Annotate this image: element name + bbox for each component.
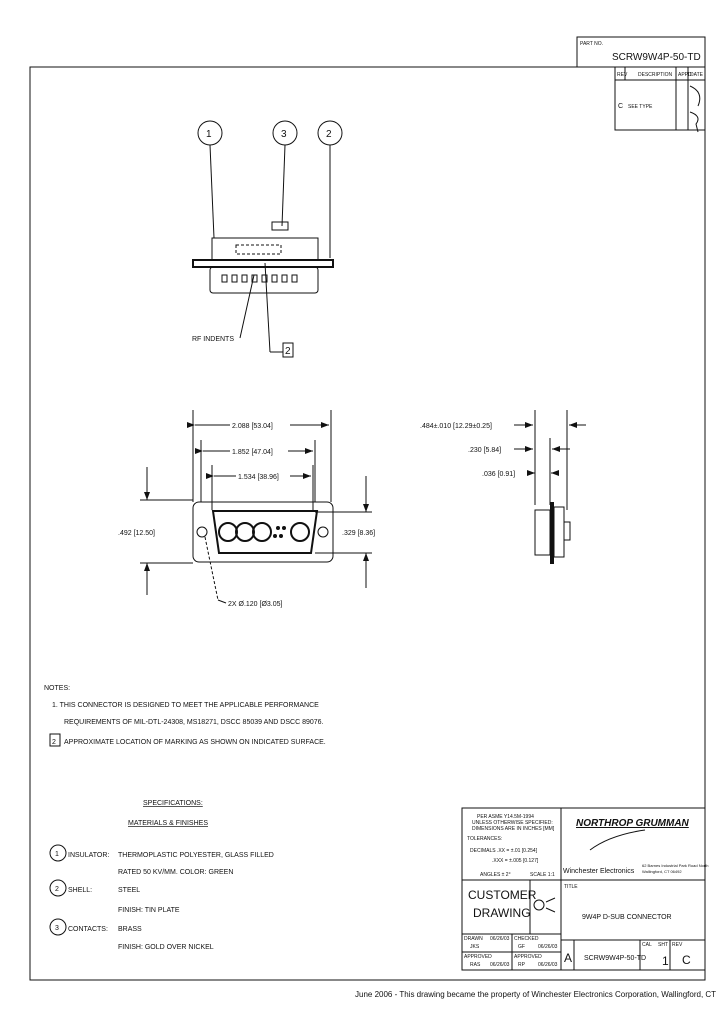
title-block-approved-label: APPROVED	[464, 954, 492, 960]
dim-insert-height: .329 [8.36]	[342, 530, 375, 537]
title-block-tolerance-lines-1: UNLESS OTHERWISE SPECIFIED:	[472, 820, 553, 826]
title-block-tolerance-lines-3: TOLERANCES:	[467, 836, 502, 842]
specifications-items-2-lines-0: BRASS	[118, 926, 142, 933]
specifications-items-1-lines-0: STEEL	[118, 887, 140, 894]
notes-title: NOTES:	[44, 685, 70, 692]
title-block-address-0: 62 Barnes Industrial Park Road North	[642, 863, 708, 868]
approval-signature	[689, 85, 701, 133]
title-block-title-label: TITLE	[564, 884, 578, 890]
specifications-items-0-lines-0: THERMOPLASTIC POLYESTER, GLASS FILLED	[118, 852, 274, 859]
title-block-approved2-by: RP	[518, 962, 526, 968]
title-block-approved-by: RAS	[470, 962, 481, 968]
title-block-drawn-date: 06/26/03	[490, 936, 510, 942]
note-1: 1. THIS CONNECTOR IS DESIGNED TO MEET TH…	[52, 702, 319, 709]
title-block-tolerance-lines-0: PER ASME Y14.5M-1994	[477, 814, 534, 820]
specifications-items-2-lines-1: FINISH: GOLD OVER NICKEL	[118, 944, 214, 951]
title-block-customer-drawing-1: DRAWING	[473, 906, 531, 920]
sheet-size: A	[564, 951, 572, 965]
specifications-items-0-lines-1: RATED 50 KV/MM. COLOR: GREEN	[118, 869, 233, 876]
revision-table-headers-3: DATE	[690, 72, 704, 78]
front-view: 2.088 [53.04] 1.852 [47.04] 1.534 [38.96…	[118, 410, 375, 608]
dim-mounting-hole-dia: 2X Ø.120 [Ø3.05]	[228, 601, 283, 608]
spec-insulator-label: INSULATOR:	[68, 852, 109, 859]
dim-depth: .484±.010 [12.29±0.25]	[420, 423, 492, 430]
title-block-tolerance-lines-6: ANGLES ± 2°	[480, 872, 511, 878]
drawing-number: SCRW9W4P-50-TD	[584, 955, 646, 962]
dim-overall-width: 2.088 [53.04]	[232, 423, 273, 430]
dim-flange-thickness: .036 [0.91]	[482, 471, 515, 478]
revision-table-headers-1: DESCRIPTION	[638, 72, 673, 78]
drawing-title: 9W4P D-SUB CONNECTOR	[582, 914, 672, 921]
title-block-rev-label: REV	[672, 942, 683, 948]
title-block-checked-by: GF	[518, 944, 525, 950]
top-view-marking-flag: 2	[285, 346, 291, 357]
spec-shell-label: SHELL:	[68, 887, 92, 894]
dim-shell-depth: .230 [5.84]	[468, 447, 501, 454]
spec-title: SPECIFICATIONS:	[143, 800, 203, 807]
pin-row	[221, 274, 298, 283]
scale: SCALE 1:1	[530, 872, 555, 878]
title-block-address-1: Wallingford, CT 06492	[642, 869, 682, 874]
company-logo: NORTHROP GRUMMAN	[576, 818, 690, 829]
notes-flag-2: 2	[52, 739, 56, 746]
title-block-tolerance-lines-5: .XXX = ±.005 [0.127]	[492, 858, 539, 864]
part-number-box: PART NO. SCRW9W4P-50-TD	[576, 36, 706, 68]
revision-letter: C	[618, 103, 623, 110]
specifications: SPECIFICATIONS: MATERIALS & FINISHES 1 I…	[49, 800, 274, 951]
title-block-approved2-label: APPROVED	[514, 954, 542, 960]
top-view: 1 3 2 RF INDENTS 2	[192, 120, 343, 358]
title-block-approved-date: 06/26/03	[490, 962, 510, 968]
division-name: Winchester Electronics	[563, 868, 635, 875]
title-block-sheet-label: SHT	[658, 942, 668, 948]
top-view-balloons-2: 2	[326, 129, 332, 140]
dim-insert-width: 1.534 [38.96]	[238, 474, 279, 481]
title-block-drawn-label: DRAWN	[464, 936, 483, 942]
spec-contacts-label: CONTACTS:	[68, 926, 108, 933]
top-view-balloons-1: 3	[281, 129, 287, 140]
title-block-checked-date: 06/26/03	[538, 944, 558, 950]
drawing-border	[29, 66, 706, 981]
note-2: APPROXIMATE LOCATION OF MARKING AS SHOWN…	[64, 739, 326, 746]
revision-current: C	[682, 953, 691, 967]
third-angle-projection-icon	[533, 899, 545, 911]
specifications-items-2-num: 3	[55, 925, 59, 932]
dim-height: .492 [12.50]	[118, 530, 155, 537]
specifications-items-0-num: 1	[55, 851, 59, 858]
dim-mounting-holes: 1.852 [47.04]	[232, 449, 273, 456]
title-block-cal-label: CAL	[642, 942, 652, 948]
part-number-label: PART NO.	[580, 41, 603, 47]
notes: NOTES: 1. THIS CONNECTOR IS DESIGNED TO …	[44, 685, 326, 747]
title-block-tolerance-lines-2: DIMENSIONS ARE IN INCHES [MM]	[472, 826, 555, 832]
revision-table-headers-0: REV	[617, 72, 628, 78]
title-block: PER ASME Y14.5M-1994 UNLESS OTHERWISE SP…	[461, 807, 708, 971]
marking-flag	[282, 342, 294, 358]
part-number-value: SCRW9W4P-50-TD	[612, 52, 701, 63]
title-block-approved2-date: 06/26/03	[538, 962, 558, 968]
title-block-checked-label: CHECKED	[514, 936, 539, 942]
note-1-cont: REQUIREMENTS OF MIL-DTL-24308, MS18271, …	[64, 719, 324, 726]
specifications-items-1-num: 2	[55, 886, 59, 893]
title-block-drawn-by: JKS	[470, 944, 480, 950]
top-view-balloons-0: 1	[206, 129, 212, 140]
side-view: .484±.010 [12.29±0.25] .230 [5.84] .036 …	[420, 410, 586, 564]
spec-subtitle: MATERIALS & FINISHES	[128, 820, 208, 827]
revision-description: SEE TYPE	[628, 104, 653, 110]
customer-drawing-label: CUSTOMER	[468, 888, 537, 902]
title-block-tolerance-lines-4: DECIMALS .XX = ±.01 [0.254]	[470, 848, 538, 854]
footer-ownership-note: June 2006 - This drawing became the prop…	[355, 990, 716, 999]
sheet-number: 1	[662, 954, 669, 968]
revision-table: REV DESCRIPTION APPD DATE C SEE TYPE	[614, 66, 706, 133]
revision-table-headers-2: APPD	[678, 72, 692, 78]
rf-indents-label: RF INDENTS	[192, 336, 234, 343]
specifications-items-1-lines-1: FINISH: TIN PLATE	[118, 907, 180, 914]
